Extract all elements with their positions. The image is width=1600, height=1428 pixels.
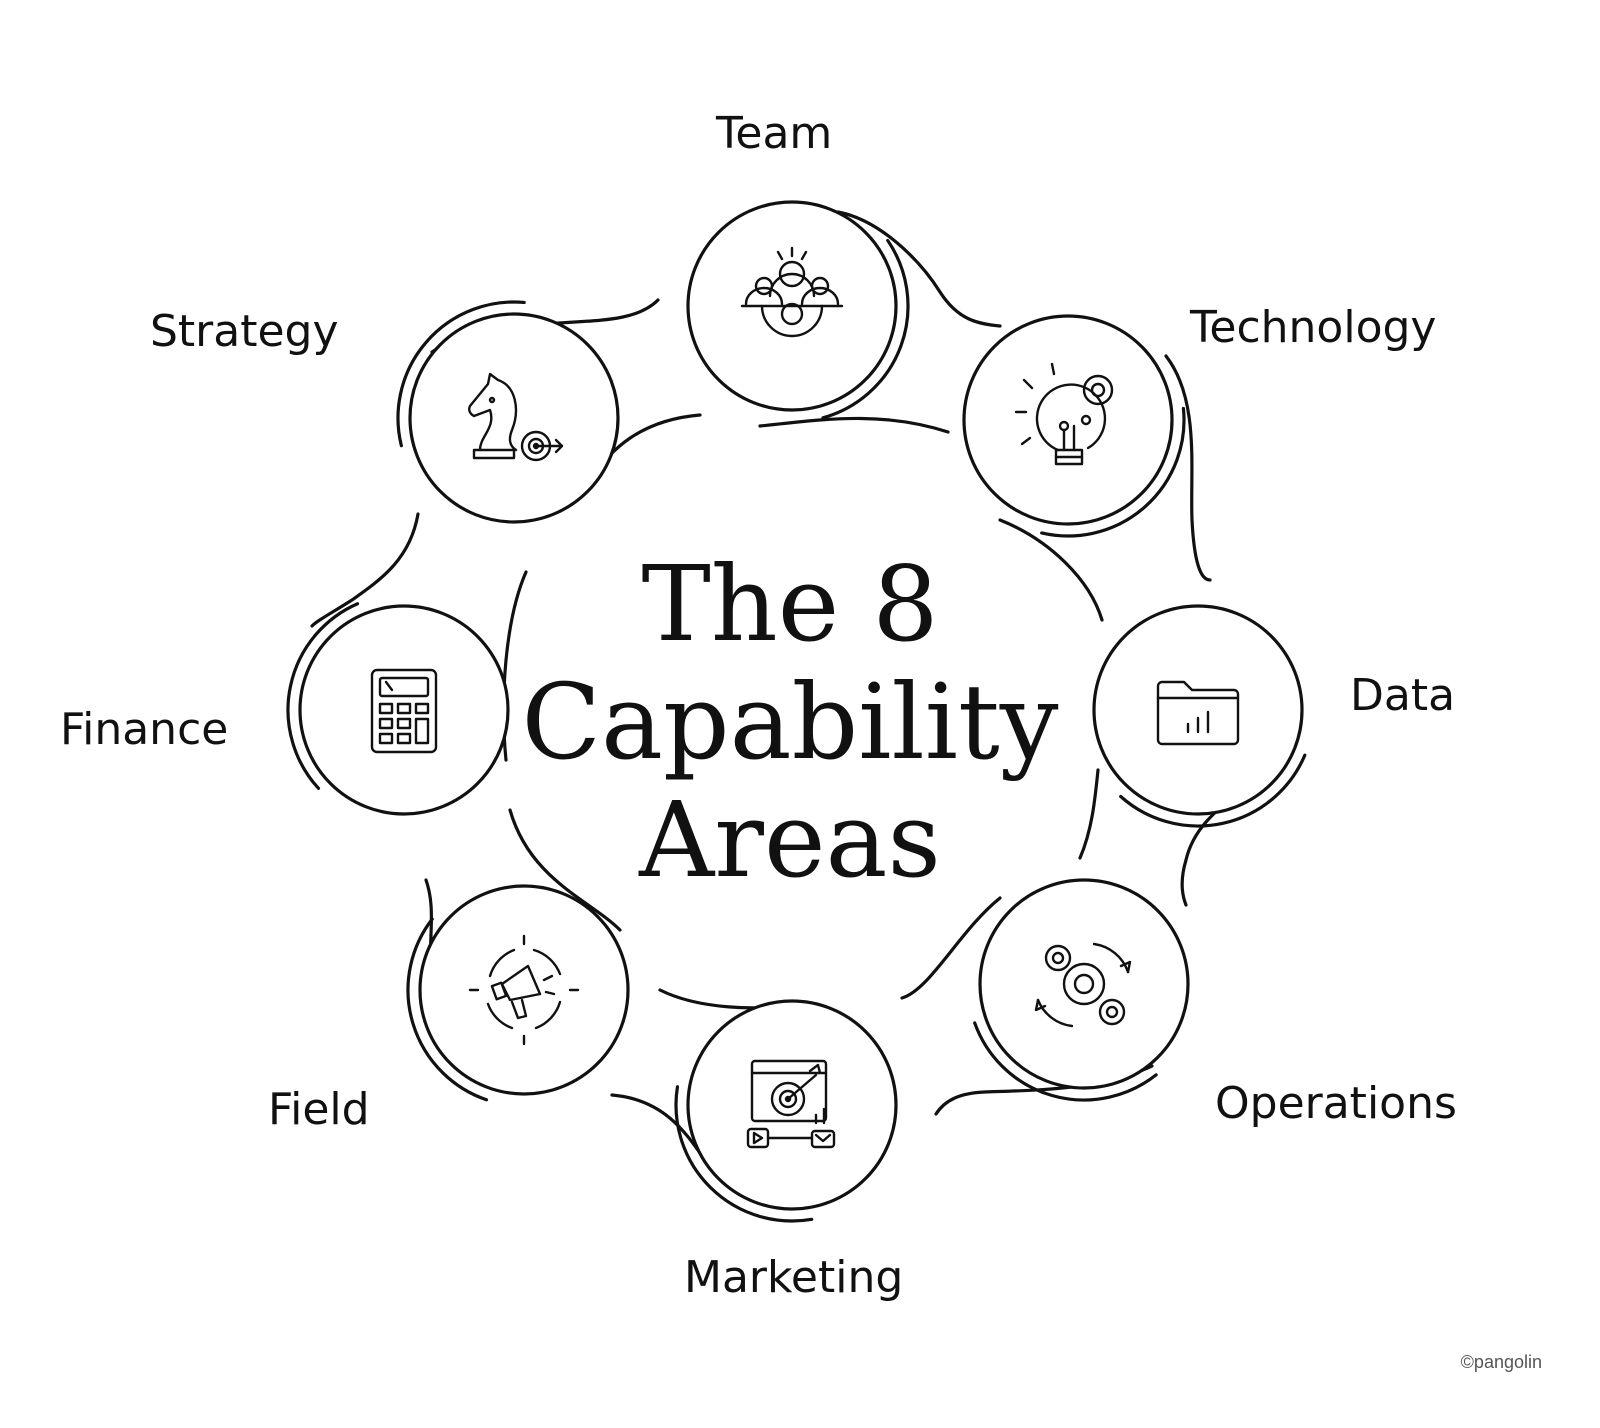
label-data: Data — [1350, 670, 1455, 721]
node-accent-arc — [674, 1085, 814, 1223]
label-strategy: Strategy — [150, 306, 339, 357]
node-strategy — [396, 300, 620, 524]
node-accent-arc — [973, 1021, 1158, 1102]
node-accent-arc — [396, 300, 526, 448]
capability-nodes — [286, 200, 1307, 1223]
node-team — [686, 200, 910, 420]
capability-labels: Team Technology Data Operations Marketin… — [60, 108, 1457, 1303]
node-circle — [298, 604, 510, 816]
node-accent-arc — [1119, 753, 1307, 828]
node-accent-arc — [286, 602, 360, 790]
node-finance — [286, 602, 510, 816]
gears-cycle-icon — [1034, 942, 1132, 1028]
title-line-1: The 8 — [641, 543, 938, 665]
node-marketing — [674, 999, 898, 1223]
node-circle — [962, 314, 1174, 526]
node-operations — [973, 878, 1190, 1102]
title-line-2: Capability — [521, 661, 1058, 783]
node-accent-arc — [406, 917, 489, 1102]
node-technology — [962, 314, 1186, 538]
calculator-icon — [370, 668, 438, 754]
target-media-icon — [746, 1059, 836, 1149]
label-finance: Finance — [60, 704, 228, 755]
node-circle — [408, 312, 620, 524]
megaphone-target-icon — [468, 934, 580, 1046]
label-operations: Operations — [1215, 1078, 1457, 1129]
node-data — [1092, 604, 1307, 828]
label-team: Team — [715, 108, 832, 159]
label-field: Field — [268, 1084, 370, 1135]
folder-chart-icon — [1156, 680, 1240, 746]
node-circle — [418, 884, 630, 1096]
label-technology: Technology — [1189, 302, 1436, 353]
lightbulb-gear-icon — [1014, 362, 1114, 466]
node-field — [406, 884, 630, 1102]
label-marketing: Marketing — [684, 1252, 903, 1303]
node-circle — [978, 878, 1190, 1090]
team-gear-icon — [740, 246, 844, 338]
node-accent-arc — [1040, 406, 1186, 538]
credit-text: ©pangolin — [1460, 1352, 1542, 1372]
node-circle — [1092, 604, 1304, 816]
center-title: The 8 Capability Areas — [521, 543, 1058, 901]
node-accent-arc — [821, 238, 910, 420]
title-line-3: Areas — [638, 779, 941, 901]
chess-knight-target-icon — [468, 372, 564, 462]
